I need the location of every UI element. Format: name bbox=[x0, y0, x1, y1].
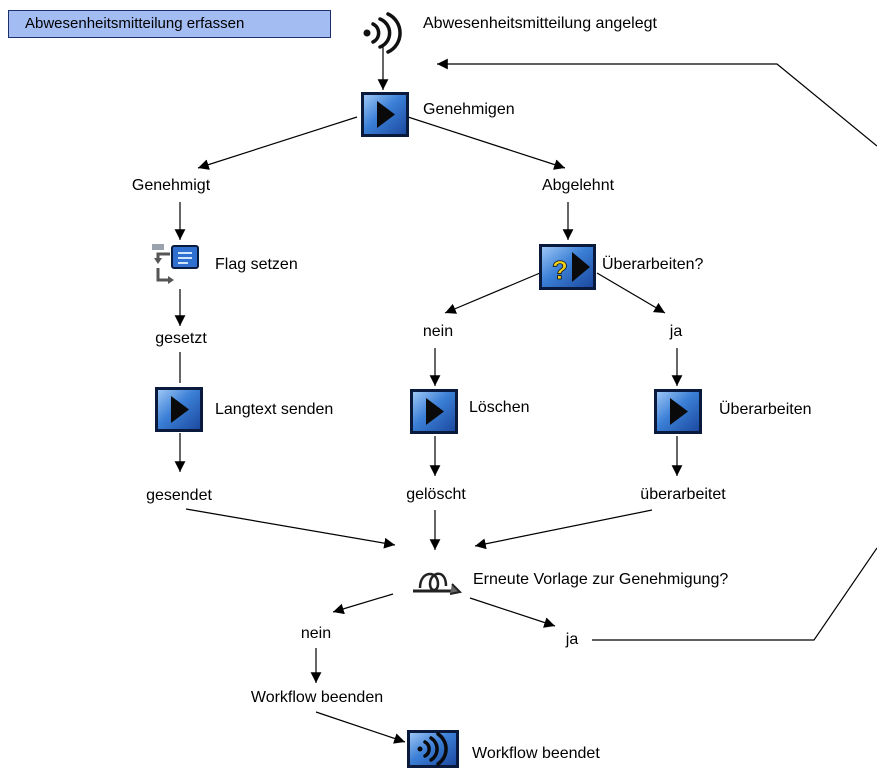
step-icon-approve bbox=[361, 92, 409, 137]
loop-question-label: Erneute Vorlage zur Genehmigung? bbox=[473, 571, 729, 588]
reworked-label: überarbeitet bbox=[640, 486, 726, 503]
approved-label: Genehmigt bbox=[131, 177, 211, 194]
sent-label: gesendet bbox=[146, 487, 212, 504]
edge-question-no bbox=[444, 272, 541, 314]
set-flag-label: Flag setzen bbox=[215, 256, 298, 273]
loop-yes-label: ja bbox=[565, 631, 579, 648]
loop-no-label: nein bbox=[300, 625, 332, 642]
edge-loop-no bbox=[332, 593, 394, 615]
no-rework-label: nein bbox=[422, 323, 454, 340]
user-decision-icon: ? bbox=[539, 244, 596, 290]
rework-label: Überarbeiten bbox=[719, 401, 812, 418]
flag-set-label: gesetzt bbox=[155, 330, 207, 347]
title-box: Abwesenheitsmitteilung erfassen bbox=[8, 10, 331, 38]
delete-label: Löschen bbox=[469, 399, 530, 416]
step-icon-send-text bbox=[155, 387, 203, 432]
loop-icon bbox=[413, 572, 463, 595]
deleted-label: gelöscht bbox=[406, 486, 466, 503]
svg-text:?: ? bbox=[552, 255, 568, 285]
event-start-icon bbox=[363, 12, 402, 54]
edge-loop-yes bbox=[469, 597, 556, 628]
edge-loop-back-top bbox=[437, 58, 877, 147]
send-text-label: Langtext senden bbox=[215, 401, 334, 418]
event-end-icon bbox=[407, 730, 459, 768]
rejected-label: Abgelehnt bbox=[541, 177, 615, 194]
container-operation-icon bbox=[152, 244, 199, 284]
edge-question-yes bbox=[596, 272, 666, 314]
edge-approve-approved bbox=[197, 116, 358, 170]
edge-reworked-loop bbox=[474, 509, 653, 550]
edge-end-ended bbox=[315, 711, 406, 744]
edge-approve-rejected bbox=[407, 116, 566, 170]
edge-loop-back bbox=[592, 547, 877, 641]
start-event-label: Abwesenheitsmitteilung angelegt bbox=[423, 15, 657, 32]
rework-question-label: Überarbeiten? bbox=[602, 256, 704, 273]
edge-sent-loop bbox=[185, 508, 396, 549]
step-icon-delete bbox=[410, 389, 458, 434]
end-workflow-label: Workflow beenden bbox=[250, 689, 384, 706]
end-event-label: Workflow beendet bbox=[472, 745, 600, 762]
step-icon-rework bbox=[654, 389, 702, 434]
yes-rework-label: ja bbox=[669, 323, 683, 340]
approve-label: Genehmigen bbox=[423, 101, 515, 118]
